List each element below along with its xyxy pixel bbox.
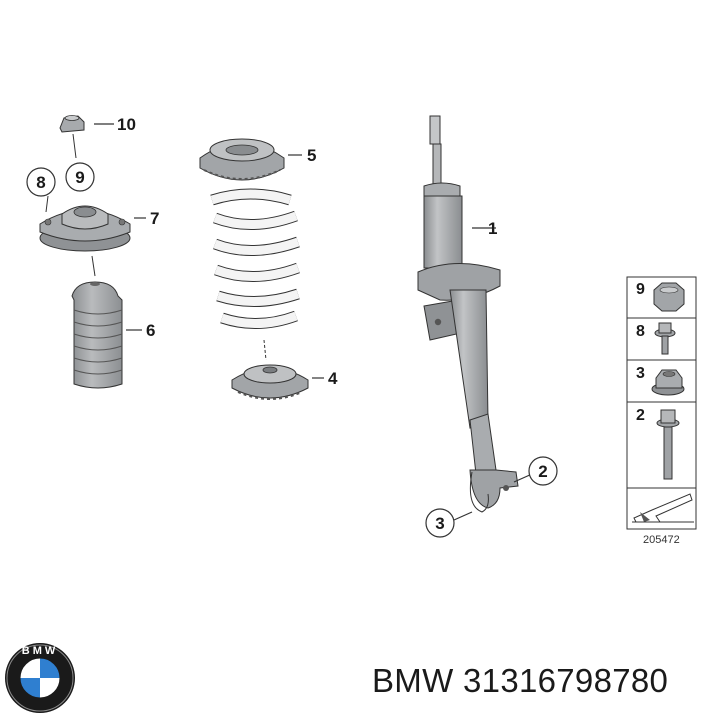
callout-8: 8 [26,167,56,197]
svg-text:2: 2 [636,407,645,424]
svg-text:5: 5 [307,146,316,165]
part-5-upper-spring-seat [199,138,302,181]
svg-text:9: 9 [636,281,645,298]
part-1-shock-absorber [417,115,533,521]
part-4-lower-spring-seat [231,364,324,400]
callout-1: 1 [488,219,497,238]
callout-5: 5 [307,146,316,165]
svg-text:6: 6 [146,321,155,340]
callout-2: 2 [528,456,558,486]
svg-text:3: 3 [636,365,645,382]
svg-text:9: 9 [75,168,84,187]
svg-text:BMW: BMW [22,645,59,657]
flange-nut-icon [651,369,685,396]
svg-text:7: 7 [150,209,159,228]
long-bolt-icon [656,409,680,480]
callout-7: 7 [150,209,159,228]
fastener-legend: 9 8 3 2 [626,276,697,530]
part-number-caption: BMW 31316798780 [372,662,669,699]
svg-text:8: 8 [36,173,45,192]
callout-10: 10 [117,115,136,134]
part-7-strut-mount [39,195,146,277]
bmw-roundel-icon: BMW [5,643,75,713]
legend-item-3: 3 [636,365,685,396]
svg-text:4: 4 [328,369,338,388]
svg-text:8: 8 [636,323,645,340]
svg-text:1: 1 [488,219,497,238]
part-10-nut [59,115,114,159]
front-direction-arrow-icon [632,493,694,523]
short-bolt-icon [654,322,676,355]
legend-item-8: 8 [636,322,676,355]
callout-4: 4 [328,369,338,388]
svg-text:3: 3 [435,514,444,533]
callout-9: 9 [65,162,95,192]
diagram-code: 205472 [643,534,680,546]
legend-item-9: 9 [636,281,685,312]
callout-3: 3 [425,508,455,538]
svg-text:10: 10 [117,115,136,134]
svg-text:2: 2 [538,462,547,481]
part-6-dust-boot [71,281,142,389]
coil-spring [210,188,300,361]
legend-item-2: 2 [636,407,680,480]
callout-6: 6 [146,321,155,340]
